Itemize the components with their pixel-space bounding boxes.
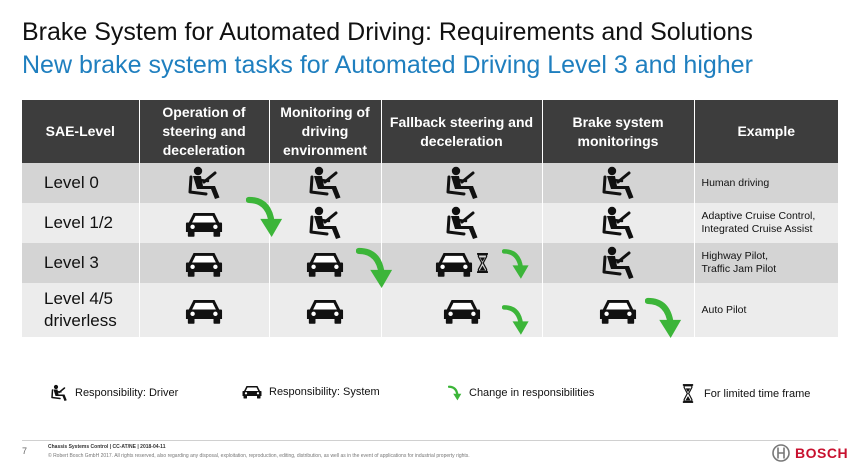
- car-icon: [185, 249, 223, 278]
- table-cell: [381, 203, 543, 243]
- page-title: Brake System for Automated Driving: Requ…: [22, 18, 753, 46]
- table-cell: [269, 203, 382, 243]
- legend-system: Responsibility: System: [242, 384, 380, 399]
- example-cell: Highway Pilot,Traffic Jam Pilot: [694, 243, 838, 283]
- brand-wordmark: BOSCH: [795, 445, 849, 461]
- table-row: Level 1/2 Adaptive Cruise Control,Integr…: [22, 203, 838, 243]
- table-cell: [269, 283, 382, 337]
- table-cell: [269, 163, 382, 203]
- driver-icon: [50, 384, 68, 402]
- page-subtitle: New brake system tasks for Automated Dri…: [22, 51, 753, 79]
- driver-icon: [307, 165, 343, 201]
- car-icon: [599, 296, 637, 325]
- example-cell: Adaptive Cruise Control,Integrated Cruis…: [694, 203, 838, 243]
- legend: Responsibility: Driver Responsibility: S…: [0, 384, 860, 406]
- driver-icon: [600, 205, 636, 241]
- car-icon: [185, 296, 223, 325]
- table-cell: [139, 163, 270, 203]
- table-cell: [542, 203, 695, 243]
- level-cell: Level 3: [22, 243, 140, 283]
- driver-icon: [600, 165, 636, 201]
- table-cell: [542, 243, 695, 283]
- table-cell: [381, 163, 543, 203]
- hourglass-icon: [476, 253, 489, 273]
- car-icon: [306, 296, 344, 325]
- change-arrow-icon: [448, 384, 462, 402]
- example-cell: Human driving: [694, 163, 838, 203]
- driver-icon: [186, 165, 222, 201]
- table-row: Level 0 Human driving: [22, 163, 838, 203]
- table-cell: [139, 243, 270, 283]
- driver-icon: [444, 165, 480, 201]
- legend-limited: For limited time frame: [682, 384, 810, 403]
- bosch-logo: BOSCH: [772, 444, 848, 462]
- legend-driver: Responsibility: Driver: [50, 384, 178, 402]
- car-icon: [242, 384, 262, 399]
- level-cell: Level 0: [22, 163, 140, 203]
- table-cell: [542, 163, 695, 203]
- change-arrow-icon: [246, 192, 284, 242]
- legend-limited-label: For limited time frame: [704, 387, 811, 400]
- driver-icon: [444, 205, 480, 241]
- footer-divider: [22, 440, 838, 441]
- bosch-armature-icon: [772, 444, 790, 462]
- driver-icon: [600, 245, 636, 281]
- table-cell: [139, 283, 270, 337]
- level-cell: Level 1/2: [22, 203, 140, 243]
- header-example: Example: [694, 100, 838, 163]
- change-arrow-icon: [645, 293, 683, 343]
- legend-system-label: Responsibility: System: [269, 385, 380, 398]
- car-icon: [435, 249, 473, 278]
- driver-icon: [307, 205, 343, 241]
- footer-copyright: © Robert Bosch GmbH 2017. All rights res…: [48, 453, 470, 459]
- change-arrow-icon: [356, 243, 394, 293]
- table-cell: [139, 203, 270, 243]
- change-arrow-icon: [502, 246, 530, 282]
- change-arrow-icon: [502, 302, 530, 338]
- example-cell: Auto Pilot: [694, 283, 838, 337]
- table-cell: [381, 243, 543, 283]
- hourglass-icon: [682, 384, 694, 403]
- legend-change: Change in responsibilities: [448, 384, 594, 402]
- table-row: Level 3 Highway Pilot,Traffic Jam Pilot: [22, 243, 838, 283]
- legend-driver-label: Responsibility: Driver: [75, 387, 179, 399]
- header-sae-level: SAE-Level: [22, 100, 140, 163]
- car-icon: [306, 249, 344, 278]
- car-icon: [443, 296, 481, 325]
- footer-department: Chassis Systems Control | CC-AT/NE | 201…: [48, 444, 166, 450]
- legend-change-label: Change in responsibilities: [469, 387, 595, 399]
- car-icon: [185, 209, 223, 238]
- page-number: 7: [22, 446, 28, 456]
